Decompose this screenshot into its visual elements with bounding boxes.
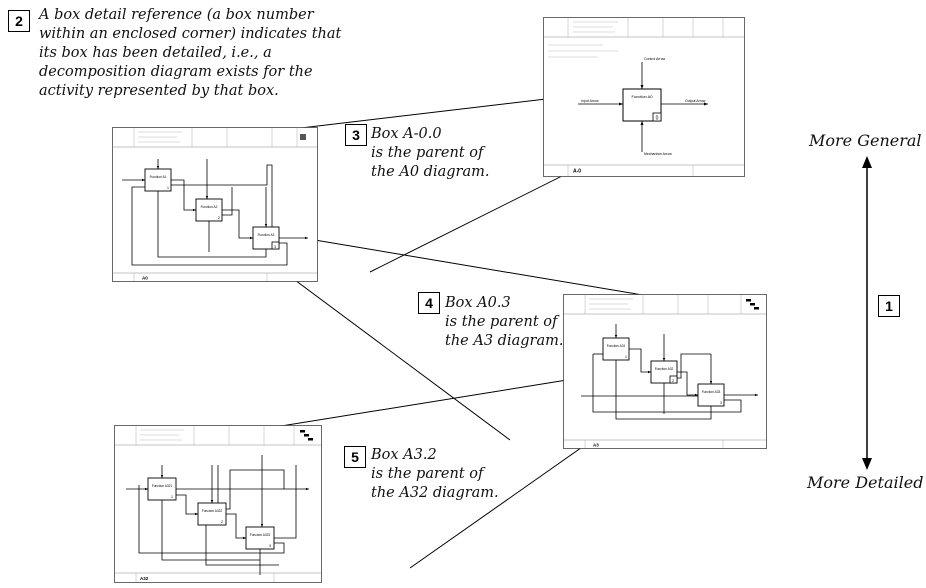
context-mechanism-label: Mechanism Arrow (644, 152, 672, 156)
annotation-3-number: 3 (345, 124, 367, 146)
a32-box-1-number: 1 (171, 495, 173, 499)
scale-top-label: More General (809, 131, 922, 150)
a0-box-1-label: Function A1 (150, 175, 167, 179)
a3-box-1-label: Function A31 (607, 344, 626, 348)
context-control-label: Control Arrow (644, 57, 666, 61)
a3-box-2-number: 2 (672, 379, 674, 383)
annotation-3-line-2: is the parent of (371, 145, 484, 161)
a32-node-label: A32 (140, 576, 149, 581)
a32-diagram: Function A321 Function A322 Function A32… (114, 425, 322, 583)
connector-a03-bottom (271, 262, 511, 441)
annotation-5-line-2: is the parent of (371, 466, 484, 482)
annotation-2-line-5: activity represented by that box. (39, 83, 279, 99)
a32-box-1-label: Function A321 (152, 484, 173, 488)
annotation-2-line-3: its box has been detailed, i.e., a (39, 45, 272, 61)
annotation-5-text: Box A3.2 is the parent of the A32 diagra… (371, 446, 499, 503)
a32-box-2-label: Function A322 (202, 509, 223, 513)
a3-box-1-number: 1 (625, 355, 627, 359)
a3-box-2-label: Function A32 (655, 367, 674, 371)
a0-diagram: Function A1 Function A2 Function A3 1 2 … (112, 127, 318, 282)
annotation-5-number: 5 (344, 446, 366, 468)
scale-bottom-label: More Detailed (807, 473, 924, 492)
a0-box-2-label: Function A2 (201, 205, 218, 209)
a0-box-3-label: Function A3 (258, 233, 275, 237)
annotation-3-text: Box A-0.0 is the parent of the A0 diagra… (371, 125, 489, 182)
scale-arrow-up-head (862, 156, 872, 168)
a0-node-label: A0 (142, 276, 148, 281)
a3-box-3-label: Function A33 (702, 390, 721, 394)
annotation-2-number: 2 (8, 10, 30, 32)
annotation-2-line-1: A box detail reference (a box number (39, 7, 314, 23)
a0-box-1-number: 1 (167, 186, 169, 190)
scale-number: 1 (878, 295, 900, 317)
a3-diagram: Function A31 Function A32 Function A33 1… (563, 294, 767, 449)
context-box-number: 0 (656, 116, 659, 122)
a0-box-3-number: 3 (274, 245, 276, 249)
annotation-5-line-3: the A32 diagram. (371, 485, 499, 501)
a3-box-3-number: 3 (720, 401, 722, 405)
a0-box-2-number: 2 (218, 216, 220, 220)
annotation-2-line-4: decomposition diagram exists for the (39, 64, 313, 80)
annotation-4-line-2: is the parent of (445, 314, 558, 330)
annotation-3-line-3: the A0 diagram. (371, 164, 490, 180)
annotation-5-line-1: Box A3.2 (371, 447, 437, 463)
annotation-3-line-1: Box A-0.0 (371, 126, 442, 142)
annotation-2-text: A box detail reference (a box number wit… (39, 6, 341, 101)
scale-arrow-down-head (862, 458, 872, 470)
annotation-4-line-3: the A3 diagram. (445, 333, 564, 349)
a3-node-label: A3 (593, 443, 599, 448)
a32-box-3-label: Function A323 (250, 533, 271, 537)
annotation-4-text: Box A0.3 is the parent of the A3 diagram… (445, 294, 563, 351)
context-node-label: A-0 (573, 169, 581, 175)
context-output-label: Output Arrow (685, 99, 706, 103)
annotation-4-line-1: Box A0.3 (445, 295, 511, 311)
annotation-4-number: 4 (418, 292, 440, 314)
context-diagram-a-0: Function A0 0 Input Arrow Output Arrow C… (543, 17, 745, 177)
a32-box-2-number: 2 (221, 520, 223, 524)
context-box-label: Function A0 (631, 94, 653, 99)
context-input-label: Input Arrow (581, 99, 599, 103)
a32-box-3-number: 3 (269, 544, 271, 548)
annotation-2-line-2: within an enclosed corner) indicates tha… (39, 26, 342, 42)
